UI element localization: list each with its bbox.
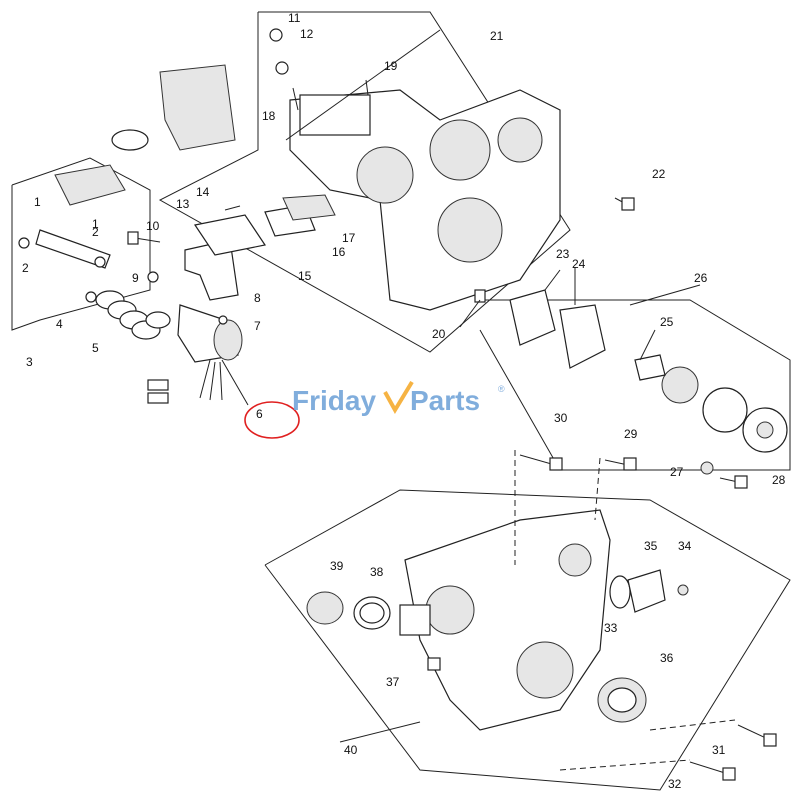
callout-26: 26 [694, 271, 708, 285]
callout-36: 36 [660, 651, 674, 665]
callout-28: 28 [772, 473, 786, 487]
label-leaders [221, 29, 701, 743]
group-outline-21 [158, 11, 571, 353]
callout-4: 4 [56, 317, 63, 331]
highlight-circle [244, 401, 300, 439]
callout-2a: 2 [22, 261, 29, 275]
callout-20: 20 [432, 327, 446, 341]
callout-12: 12 [300, 27, 314, 41]
callout-18: 18 [262, 109, 276, 123]
watermark-text-2: Parts [410, 385, 480, 416]
watermark-text-1: Friday [292, 385, 376, 416]
callout-19: 19 [384, 59, 398, 73]
callout-14: 14 [196, 185, 210, 199]
spring [95, 290, 171, 340]
callout-9: 9 [132, 271, 139, 285]
callout-1b: 1 [92, 217, 99, 231]
callout-16: 16 [332, 245, 346, 259]
group-outline-26 [479, 299, 791, 471]
oil-pump-plate [509, 289, 606, 369]
callout-8: 8 [254, 291, 261, 305]
callout-35: 35 [644, 539, 658, 553]
watermark-logo: Friday Parts ® [292, 380, 505, 416]
callout-33: 33 [604, 621, 618, 635]
callout-23: 23 [556, 247, 570, 261]
callout-2b: 2 [92, 225, 99, 239]
group-outline-40 [264, 489, 791, 791]
gear-case-housing [289, 89, 561, 311]
callout-25: 25 [660, 315, 674, 329]
gasket-group [194, 194, 336, 256]
callout-30: 30 [554, 411, 568, 425]
callout-17: 17 [342, 231, 356, 245]
dashed-leaders [514, 450, 736, 771]
callout-5: 5 [92, 341, 99, 355]
callout-3: 3 [26, 355, 33, 369]
callout-7: 7 [254, 319, 261, 333]
callout-15: 15 [298, 269, 312, 283]
callout-32: 32 [668, 777, 682, 791]
callout-27: 27 [670, 465, 684, 479]
stop-solenoid [147, 304, 243, 404]
callout-31: 31 [712, 743, 726, 757]
group-outline-3 [11, 157, 151, 331]
oil-pump-rotor-gear [634, 354, 788, 453]
governor-lever [18, 164, 126, 269]
front-cover [399, 509, 611, 731]
upper-detail-sketch [111, 64, 236, 151]
callout-1a: 1 [34, 195, 41, 209]
callout-22: 22 [652, 167, 666, 181]
callout-39: 39 [330, 559, 344, 573]
callout-29: 29 [624, 427, 638, 441]
callout-labels: 1 1 2 2 3 4 5 6 7 8 9 10 11 12 13 14 15 … [22, 11, 786, 791]
callout-21: 21 [490, 29, 504, 43]
callout-10: 10 [146, 219, 160, 233]
watermark-registered: ® [498, 384, 505, 394]
callout-37: 37 [386, 675, 400, 689]
watermark-check-icon [383, 380, 414, 414]
callout-38: 38 [370, 565, 384, 579]
callout-11: 11 [288, 11, 301, 25]
callout-34: 34 [678, 539, 692, 553]
seals-and-caps [306, 569, 666, 723]
bolts [85, 28, 777, 781]
callout-40: 40 [344, 743, 358, 757]
callout-24: 24 [572, 257, 586, 271]
callout-13: 13 [176, 197, 190, 211]
callout-6: 6 [256, 407, 263, 421]
